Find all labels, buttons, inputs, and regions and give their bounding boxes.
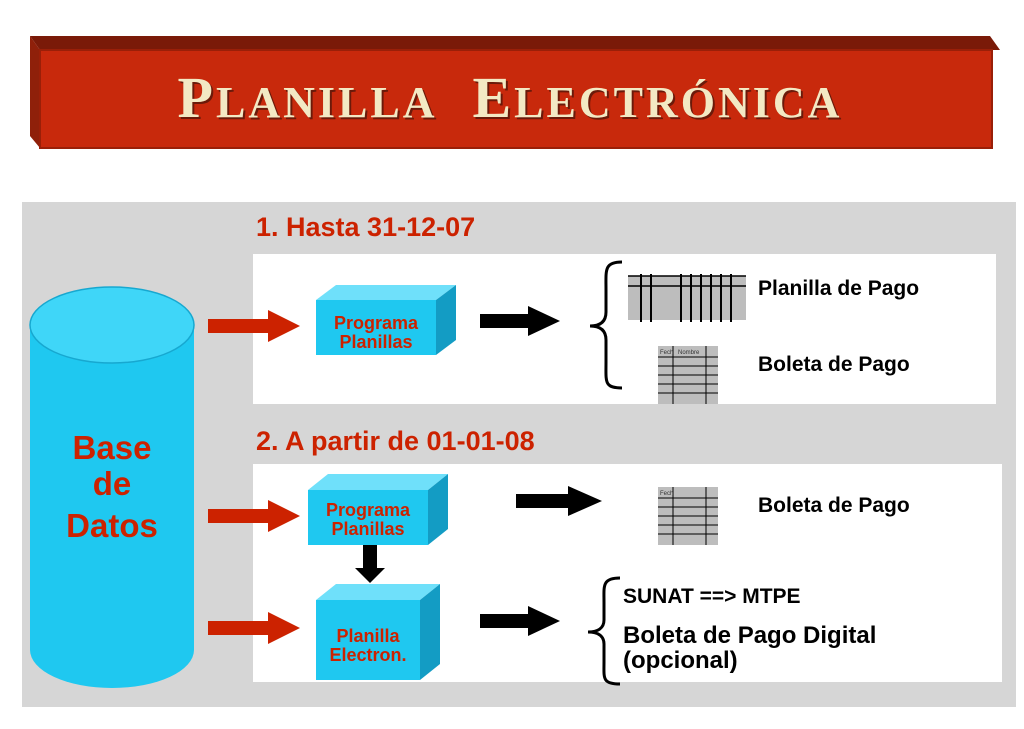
black-arrow-down xyxy=(355,545,385,583)
black-arrow-3 xyxy=(480,606,560,636)
title-banner xyxy=(30,36,1000,149)
output-boleta-digital: Boleta de Pago Digital (opcional) xyxy=(623,622,877,674)
program-box-1-label: Programa Planillas xyxy=(333,313,419,352)
page-title: PLANILLA ELECTRÓNICA xyxy=(177,65,843,130)
program-box-2 xyxy=(308,474,448,545)
boleta-form-icon-2: Fech xyxy=(658,487,718,545)
database-label-line3: Datos xyxy=(66,507,158,544)
database-cylinder xyxy=(29,286,195,688)
red-arrow-2 xyxy=(208,500,300,532)
svg-text:Nombre: Nombre xyxy=(678,350,700,356)
planilla-electron-box xyxy=(316,584,440,680)
boleta-form-icon-1: Fech Nombre xyxy=(658,346,718,404)
curly-brace-1 xyxy=(589,260,623,390)
planilla-electron-label: Planilla Electron. xyxy=(329,626,407,665)
database-label-line1: Base xyxy=(72,429,152,466)
black-arrow-2 xyxy=(516,486,602,516)
output-planilla-de-pago: Planilla de Pago xyxy=(758,277,920,300)
curly-brace-2 xyxy=(587,576,621,686)
section2-heading: 2. A partir de 01-01-08 xyxy=(256,426,535,456)
red-arrow-1 xyxy=(208,310,300,342)
output-sunat-mtpe: SUNAT ==> MTPE xyxy=(623,585,801,608)
red-arrow-3 xyxy=(208,612,300,644)
database-label-line2: de xyxy=(92,465,132,502)
svg-text:Fech: Fech xyxy=(660,491,673,497)
svg-text:Fech: Fech xyxy=(660,350,673,356)
planilla-sheet-icon xyxy=(628,274,746,322)
output-boleta-de-pago-1: Boleta de Pago xyxy=(758,353,910,376)
program-box-2-label: Programa Planillas xyxy=(325,500,411,539)
output-boleta-de-pago-2: Boleta de Pago xyxy=(758,494,910,517)
database-label: Base de Datos xyxy=(52,430,172,544)
program-box-1 xyxy=(316,285,456,355)
black-arrow-1 xyxy=(480,306,560,336)
section1-heading: 1. Hasta 31-12-07 xyxy=(256,212,476,242)
